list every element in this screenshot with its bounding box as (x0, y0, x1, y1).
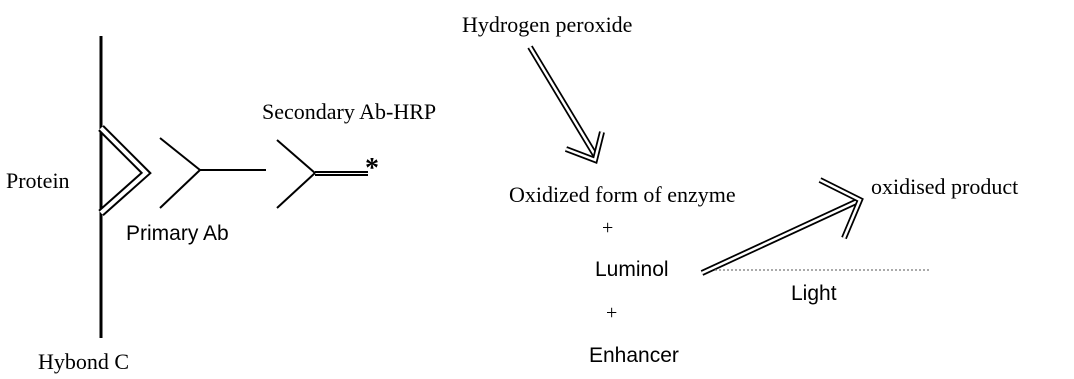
enhancer-label: Enhancer (589, 344, 679, 367)
primary-ab-label: Primary Ab (126, 222, 229, 245)
plus-sign-1: + (602, 217, 614, 239)
oxidised-product-label: oxidised product (871, 174, 1019, 199)
light-label: Light (791, 282, 837, 305)
oxidized-enzyme-label: Oxidized form of enzyme (509, 182, 736, 207)
peroxide-arrow (527, 45, 605, 165)
protein-label: Protein (6, 168, 70, 193)
secondary-antibody-shape (276, 139, 368, 209)
hrp-marker: * (365, 153, 379, 184)
secondary-ab-label: Secondary Ab-HRP (262, 99, 437, 124)
primary-antibody-shape (159, 137, 266, 209)
hybond-label: Hybond C (38, 349, 130, 374)
luminol-label: Luminol (595, 258, 669, 281)
protein-shape (98, 125, 152, 216)
product-arrow (700, 177, 864, 276)
plus-sign-2: + (606, 302, 618, 324)
hydrogen-peroxide-label: Hydrogen peroxide (462, 12, 633, 37)
